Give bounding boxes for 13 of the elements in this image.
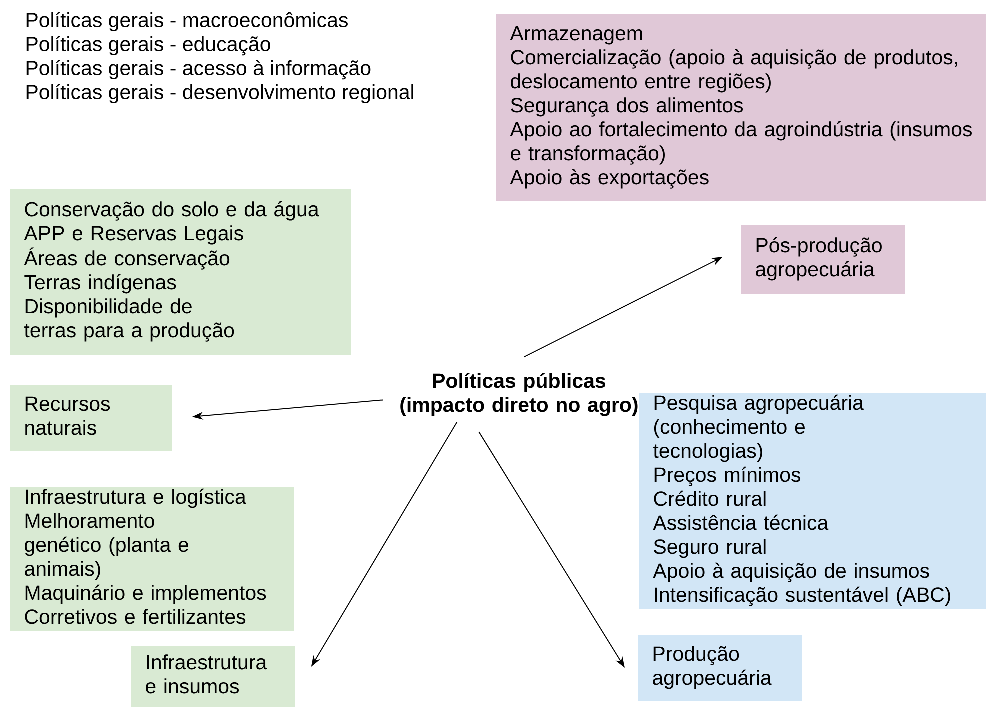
info-box: Pesquisa agropecuária (conhecimento e tecnologias) Preços mínimos Crédito rural Assistência técnica Seguro rural Apoio à aquisição de insumos Intensificação sustentável (ABC): [639, 393, 986, 610]
category-box: Infraestrutura e insumos: [131, 646, 296, 707]
list-item: Políticas gerais - desenvolvimento regional: [26, 84, 414, 104]
category-box: Produção agropecuária: [638, 635, 802, 702]
info-box: Conservação do solo e da água APP e Reservas Legais Áreas de conservação Terras indígenas Disponibilidade de terras para a produção: [10, 189, 352, 356]
info-box: Armazenagem Comercialização (apoio à aquisição de produtos, deslocamento entre regiões) Segurança dos alimentos Apoio ao fortalecimento da agroindústria (insumos e transformação) Apoio às exportações: [496, 14, 986, 202]
central-label: Políticas públicas (impacto direto no agro): [400, 372, 638, 416]
category-box: Recursos naturais: [10, 385, 172, 452]
list-item: Políticas gerais - educação: [26, 36, 270, 56]
list-item: Políticas gerais - macroeconômicas: [26, 12, 348, 32]
category-box: Pós-produção agropecuária: [741, 225, 906, 294]
info-box: Infraestrutura e logística Melhoramento genético (planta e animais) Maquinário e implementos Corretivos e fertilizantes: [10, 487, 294, 632]
list-item: Políticas gerais - acesso à informação: [26, 60, 371, 80]
